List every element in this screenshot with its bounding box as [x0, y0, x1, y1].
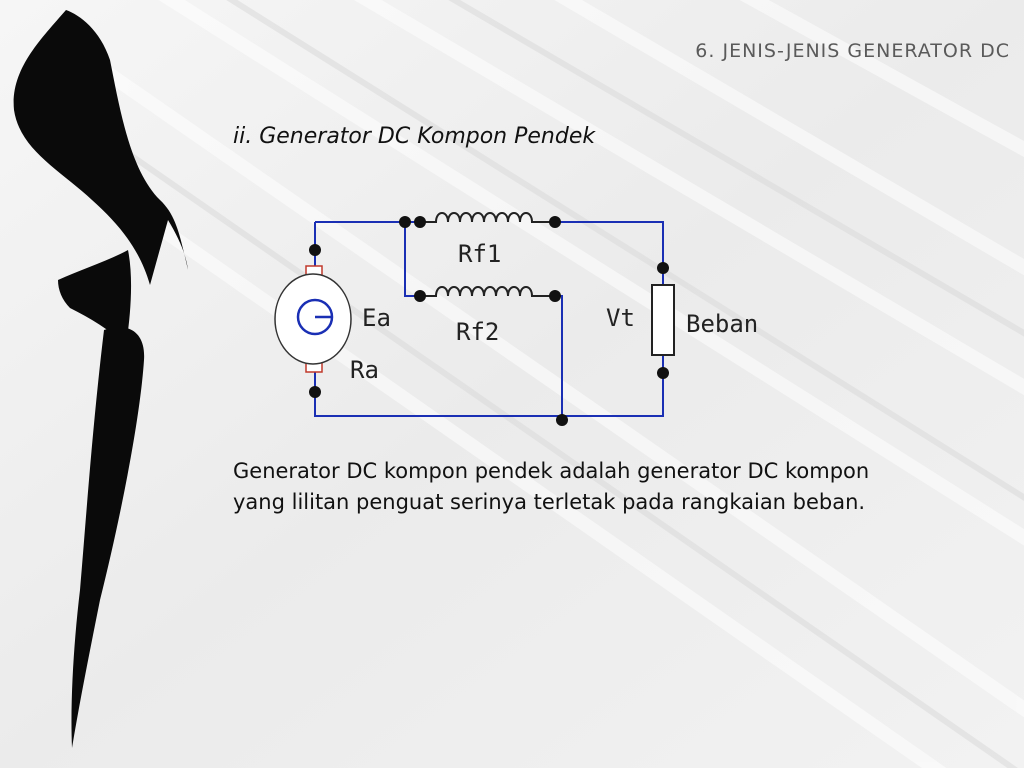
node-armature-bottom [309, 386, 321, 398]
diagram-subtitle: ii. Generator DC Kompon Pendek [233, 124, 596, 149]
label-rf1: Rf1 [458, 240, 501, 268]
junction-dots [309, 216, 669, 426]
node-rf1-right [549, 216, 561, 228]
node-junction-bottom [556, 414, 568, 426]
label-load: Beban [686, 310, 758, 338]
slide-title: 6. JENIS-JENIS GENERATOR DC [695, 40, 1010, 62]
description-text: Generator DC kompon pendek adalah genera… [233, 459, 870, 514]
label-ea: Ea [362, 304, 391, 332]
load-resistor [651, 284, 675, 356]
wire-top-right [555, 221, 664, 285]
label-ra: Ra [350, 356, 379, 384]
node-load-bottom [657, 367, 669, 379]
node-armature-top [309, 244, 321, 256]
label-rf2: Rf2 [456, 318, 499, 346]
node-junction-top [399, 216, 411, 228]
label-vt: Vt [606, 304, 635, 332]
node-rf2-right [549, 290, 561, 302]
coil-rf1 [420, 212, 555, 223]
wire-rf2-down [555, 295, 563, 420]
brush-stroke-lower [71, 327, 145, 748]
brush-stroke-middle [58, 250, 132, 345]
brush-stroke-upper [13, 10, 188, 285]
node-load-top [657, 262, 669, 274]
wire-top-left [315, 221, 420, 297]
node-rf2-left [414, 290, 426, 302]
node-rf1-left [414, 216, 426, 228]
coil-rf2 [420, 286, 555, 297]
armature-circle [274, 273, 352, 365]
